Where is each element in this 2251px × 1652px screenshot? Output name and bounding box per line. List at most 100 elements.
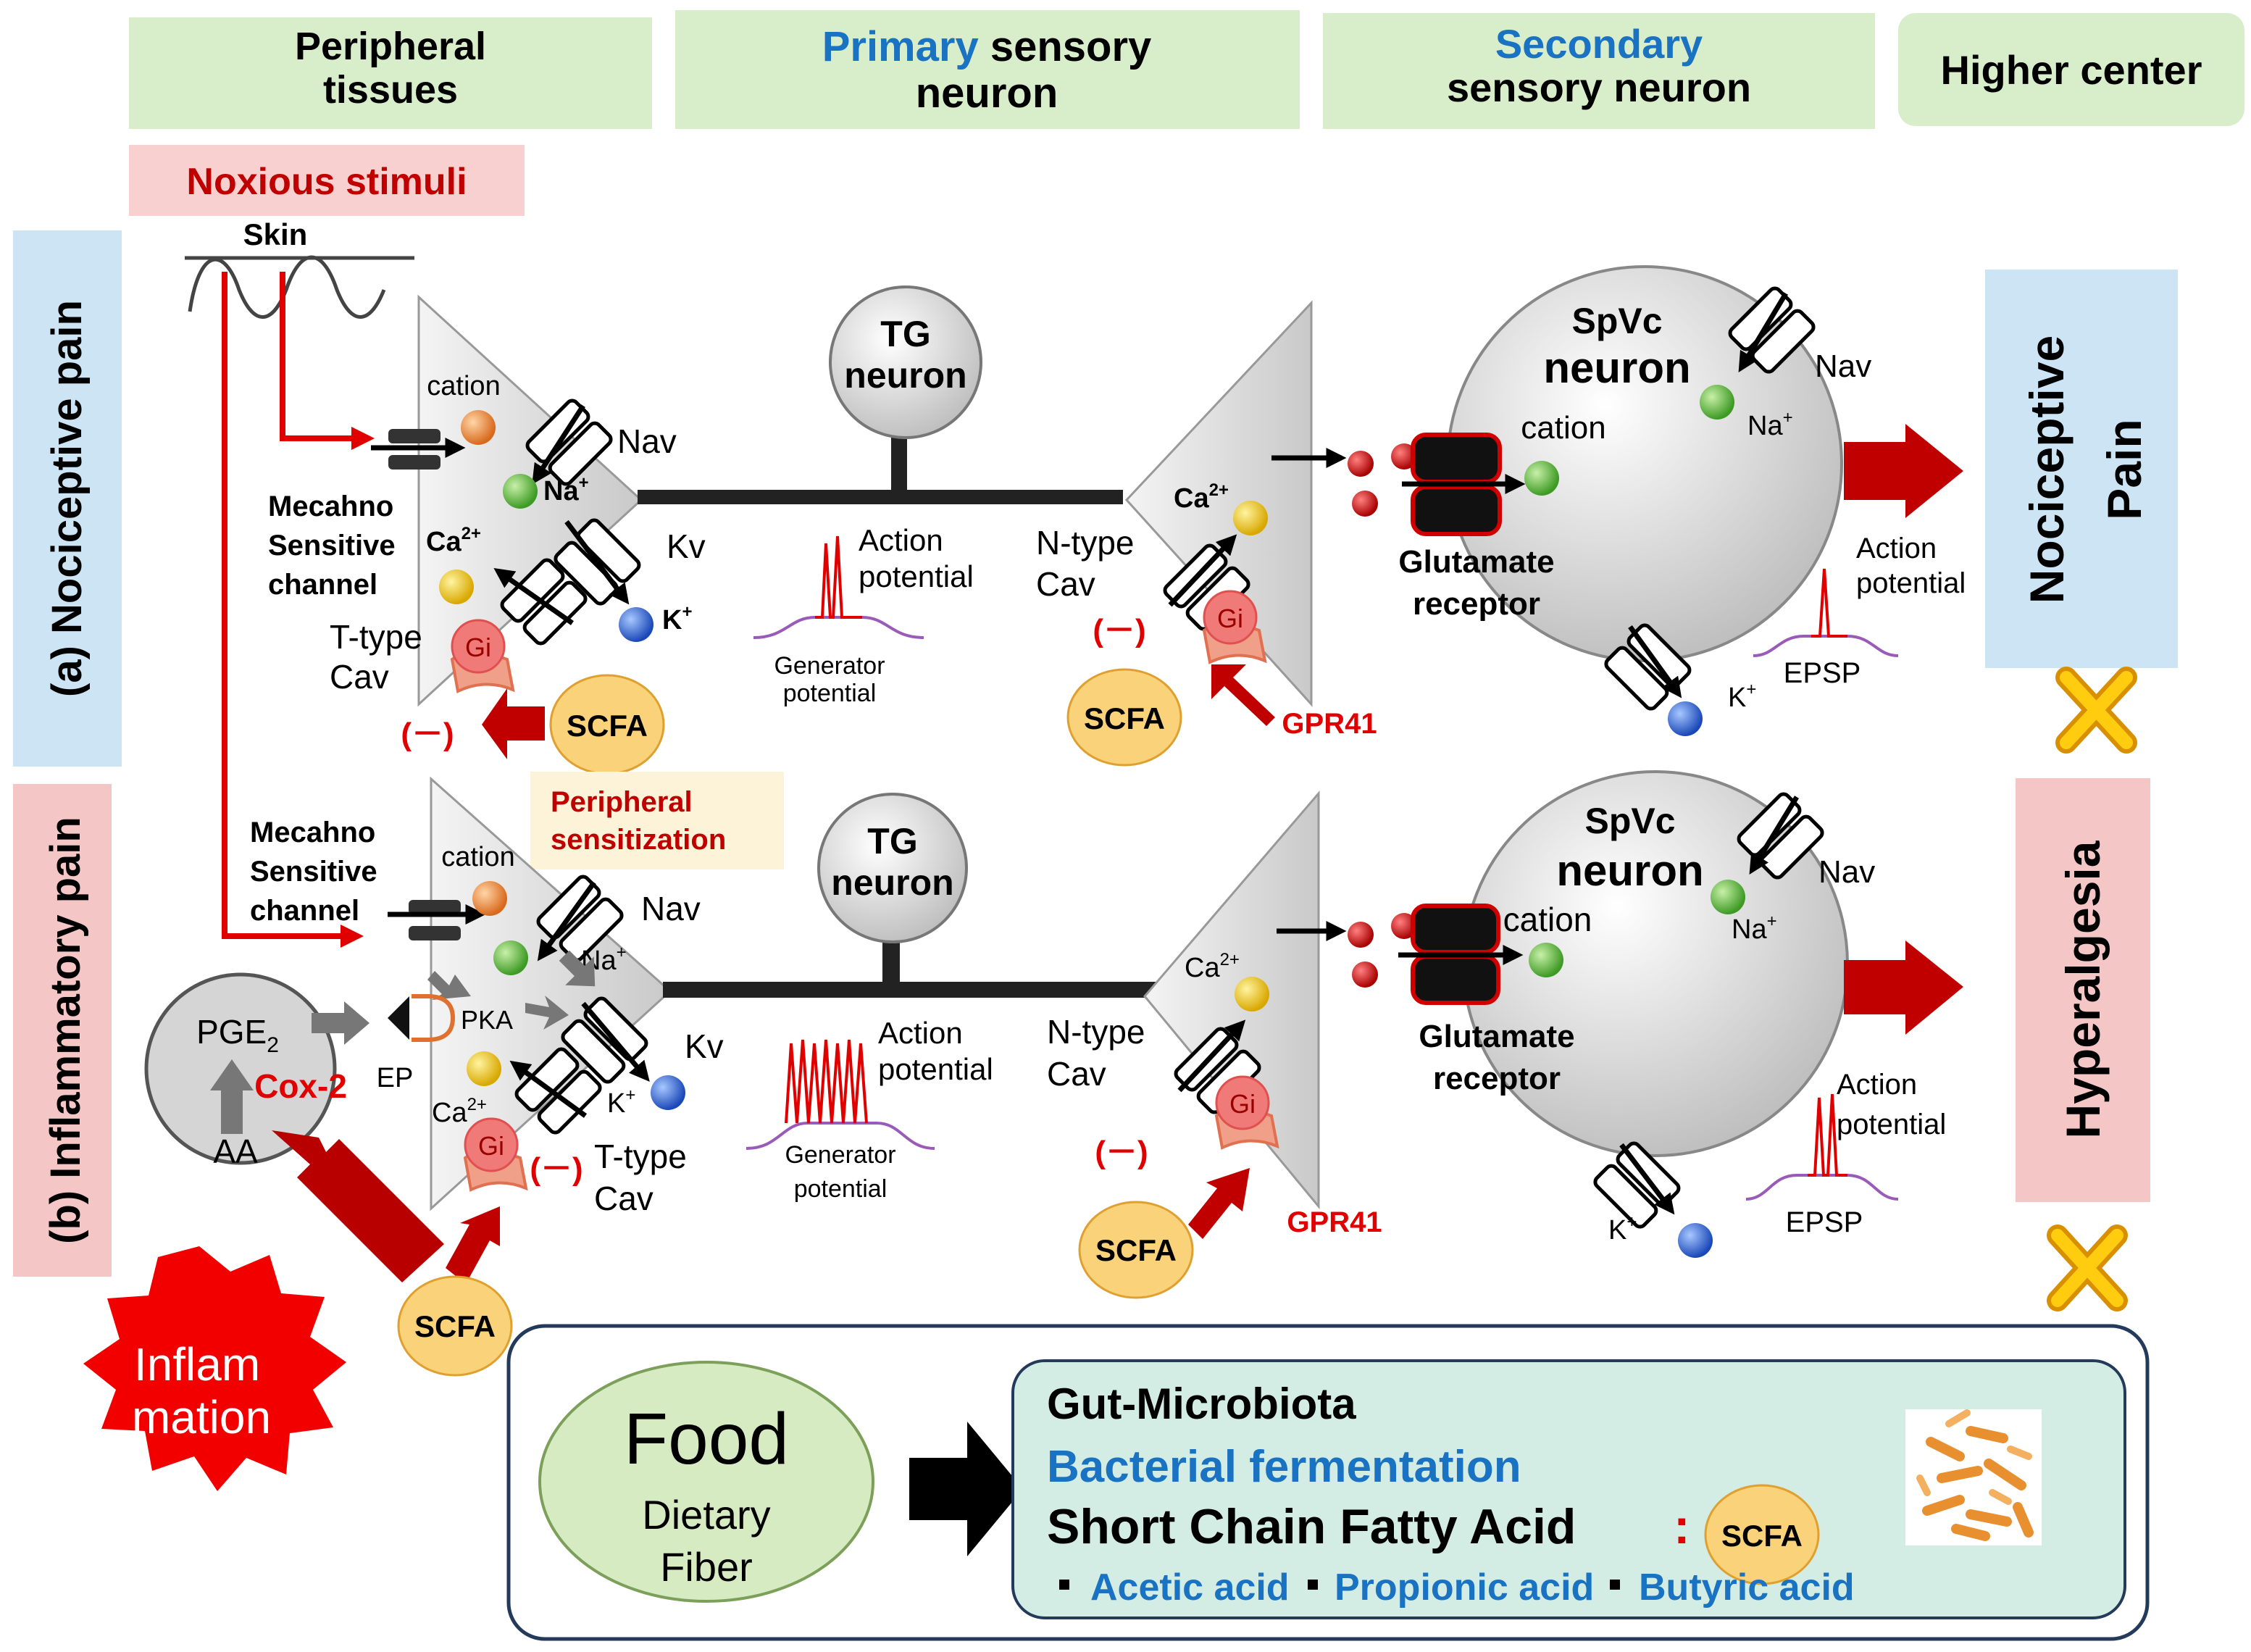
- header-peripheral-line1: Peripheral: [295, 25, 486, 68]
- minus-label-a1: (－): [401, 717, 454, 752]
- output-arrow-b: [1844, 940, 1963, 1035]
- header-primary-bg: [675, 10, 1300, 129]
- k-ion-b: [651, 1075, 685, 1110]
- ca-influx-arrow-b: [509, 1060, 588, 1118]
- k-spvc-arrow-b: [1619, 1143, 1675, 1215]
- k-label-a: K+: [662, 602, 692, 635]
- periph-sens-label-1: Peripheral: [551, 786, 693, 818]
- ap-label-primary-a-1: Action: [859, 523, 943, 557]
- header-primary-line2: neuron: [916, 70, 1058, 117]
- header-primary-line1: Primary sensory: [822, 23, 1152, 70]
- header-higher-bg: [1898, 13, 2244, 126]
- outcome-nociceptive-1: Nociceptive: [2020, 335, 2073, 604]
- ap-label-primary-b-1: Action: [878, 1016, 963, 1050]
- mecahno-label-b-2: Sensitive: [250, 856, 377, 888]
- scfa-circle-a2: [1066, 668, 1182, 767]
- epsp-label-b: EPSP: [1786, 1206, 1863, 1238]
- cation-ion-a: [461, 410, 496, 445]
- glutamate-receptor-a-bottom: [1411, 485, 1502, 536]
- glutamate-vesicle-b1: [1348, 922, 1374, 948]
- cox2-cell: [144, 972, 337, 1165]
- header-secondary-line2: sensory neuron: [1447, 64, 1751, 110]
- generator-wave-a: [753, 616, 924, 639]
- header-peripheral-line2: tissues: [323, 68, 458, 112]
- scfa-to-cox-arrow: [272, 1130, 444, 1282]
- nav-label-b: Nav: [641, 890, 701, 927]
- header-secondary-bg: [1323, 13, 1875, 129]
- header-primary-rest: sensory: [979, 23, 1152, 70]
- na-spvc-ion-b: [1711, 880, 1745, 914]
- glutamate-label-b-1: Glutamate: [1419, 1019, 1574, 1054]
- scfa-label-a1: SCFA: [567, 709, 648, 743]
- ap-label-primary-b-2: potential: [878, 1052, 993, 1086]
- peripheral-sensitization-bg: [530, 772, 784, 869]
- header-primary-highlight: Primary: [822, 23, 979, 70]
- gi-label-a: Gi: [465, 633, 491, 662]
- tg-stalk-a: [891, 427, 907, 500]
- bullet-2: [1308, 1580, 1318, 1590]
- pge2-to-ep-arrow: [312, 1001, 369, 1045]
- nav-spvc-label-b: Nav: [1818, 854, 1875, 890]
- header-peripheral-bg: [129, 17, 652, 129]
- pka-arrows: [427, 950, 596, 1030]
- scfa-arrow-a2: [1211, 664, 1275, 726]
- mecahno-label-a-1: Mecahno: [268, 491, 393, 522]
- row-a-label: (a) Nociceptive pain: [43, 300, 91, 697]
- ca-ion-b: [467, 1051, 501, 1086]
- primary-axon-a: [638, 490, 1123, 504]
- na-influx-arrow-a: [532, 404, 585, 485]
- ca-central-ion-b: [1235, 977, 1269, 1011]
- epsp-label-a: EPSP: [1784, 657, 1861, 689]
- scfa-arrow-b2: [1188, 1168, 1250, 1239]
- t-type-label-b-1: T-type: [594, 1138, 687, 1175]
- gpr41-label-a: GPR41: [1282, 708, 1377, 740]
- scfa-label-a2: SCFA: [1084, 701, 1165, 735]
- n-type-label-a-1: N-type: [1036, 524, 1134, 562]
- pka-label: PKA: [461, 1005, 513, 1035]
- food-ellipse: [538, 1361, 874, 1603]
- minus-label-a2: (－): [1093, 613, 1145, 648]
- na-spvc-label-b: Na+: [1732, 911, 1777, 945]
- gi-label-b: Gi: [478, 1131, 504, 1161]
- k-spvc-ion-a: [1668, 701, 1703, 736]
- gi-central-label-a: Gi: [1217, 604, 1243, 633]
- food-label: Food: [624, 1398, 789, 1480]
- tg-neuron-a-line1: TG: [880, 314, 930, 354]
- nerve-ending-lines: [222, 272, 375, 948]
- scfa-inhibit-arrow-a1: [482, 688, 545, 759]
- minus-label-b1: (－): [530, 1151, 582, 1187]
- skin-wave: [188, 255, 386, 319]
- spvc-label-a-1: SpVc: [1571, 301, 1662, 341]
- glutamate-label-a-1: Glutamate: [1398, 544, 1554, 580]
- header-higher: Higher center: [1941, 47, 2202, 93]
- acid-label-1: Acetic acid: [1090, 1567, 1290, 1609]
- mecahno-label-b-1: Mecahno: [250, 817, 375, 848]
- row-b-label: (b) Inflammatory pain: [42, 817, 89, 1244]
- k-spvc-ion-b: [1678, 1223, 1713, 1258]
- header-secondary-line1: Secondary: [1495, 21, 1703, 67]
- cation-spvc-label-a: cation: [1521, 410, 1605, 446]
- gut-microbiota-box: [1011, 1359, 2126, 1619]
- column-headers: Peripheral tissues Primary sensory neuro…: [129, 10, 2244, 129]
- glutamate-receptor-a-top: [1411, 433, 1502, 484]
- na-spvc-arrow-a: [1738, 292, 1789, 373]
- nav-label-a: Nav: [617, 422, 677, 460]
- scfa-to-gi-arrow: [446, 1206, 500, 1284]
- spvc-label-a-2: neuron: [1543, 343, 1690, 392]
- row-a-pathway: TG neuron cation Mecahno Sensitive chann…: [268, 265, 1966, 775]
- aa-label: AA: [213, 1132, 258, 1170]
- t-type-label-a-2: Cav: [330, 658, 389, 696]
- ca-influx-arrow-a: [493, 567, 575, 625]
- row-b-bg: [13, 784, 112, 1277]
- na-spvc-arrow-b: [1749, 796, 1799, 875]
- inflammation-label-2: mation: [132, 1391, 271, 1443]
- output-arrow-a: [1844, 424, 1963, 518]
- gp-label-primary-b-1: Generator: [785, 1141, 895, 1169]
- bullet-3: [1610, 1580, 1620, 1590]
- periph-sens-label-2: sensitization: [551, 824, 726, 856]
- glutamate-vesicle-a1: [1348, 451, 1374, 477]
- t-type-label-a-1: T-type: [330, 618, 422, 656]
- spvc-spike-b: [1808, 1093, 1847, 1177]
- ap-label-primary-a-2: potential: [859, 559, 974, 593]
